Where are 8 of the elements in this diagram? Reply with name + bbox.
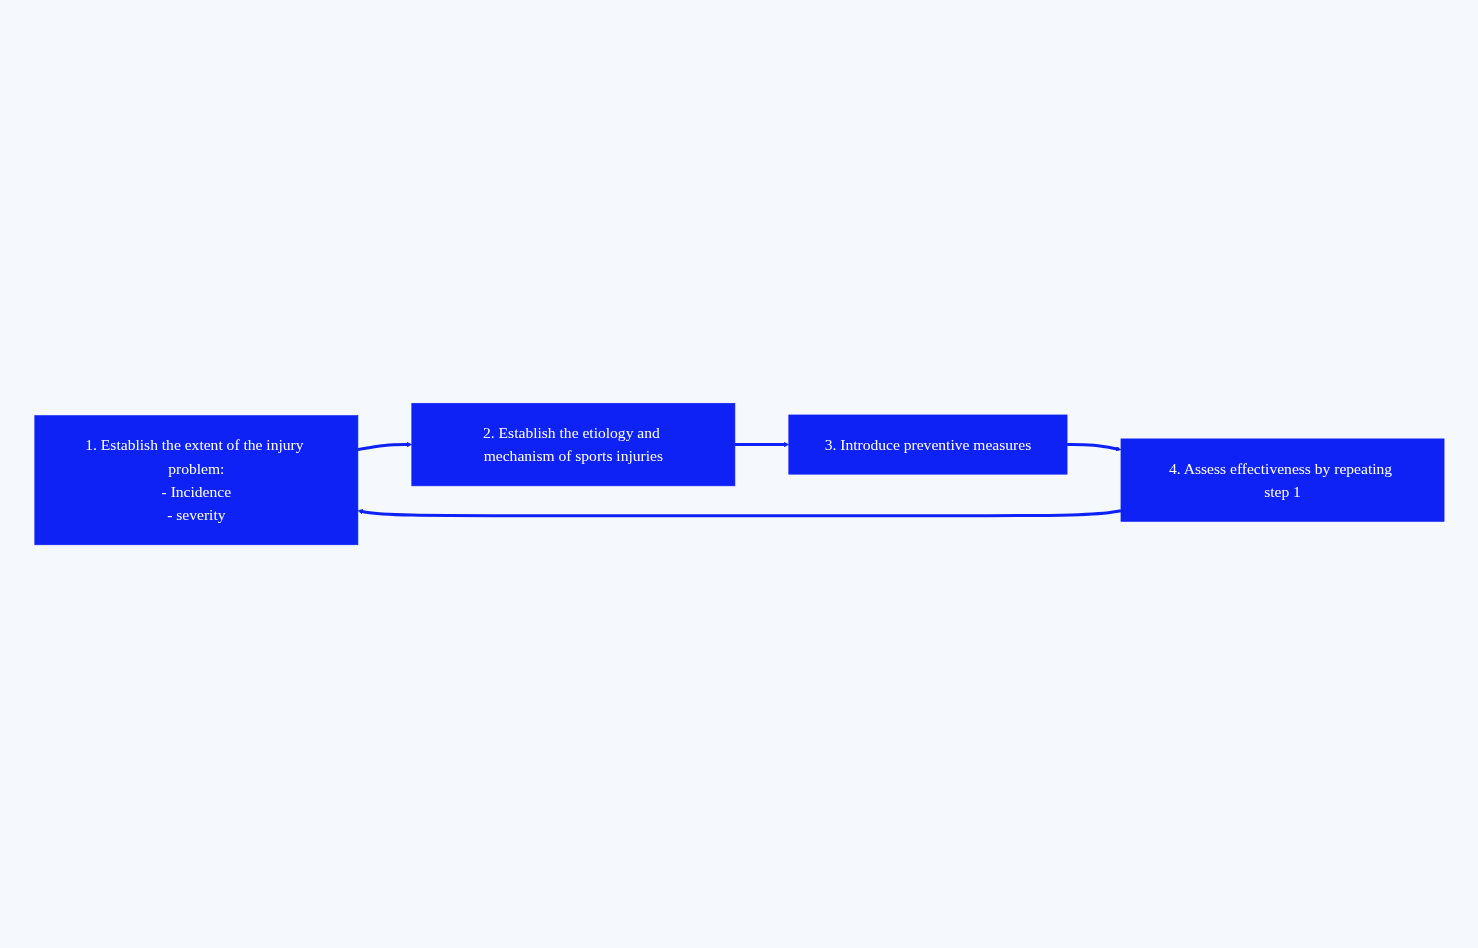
- arrow: [1066, 443, 1121, 452]
- arrow: [357, 508, 1121, 518]
- arrow: [734, 441, 789, 448]
- node-box: 3. Introduce preventive measures: [788, 414, 1067, 475]
- node-box: 1. Establish the extent of the injury problem: - Incidence - severity: [34, 415, 358, 546]
- node-box: 2. Establish the etiology and mechanism of sports injuries: [411, 402, 735, 487]
- node-box: 4. Assess effectiveness by repeating step 1: [1120, 438, 1444, 522]
- arrow: [357, 441, 412, 452]
